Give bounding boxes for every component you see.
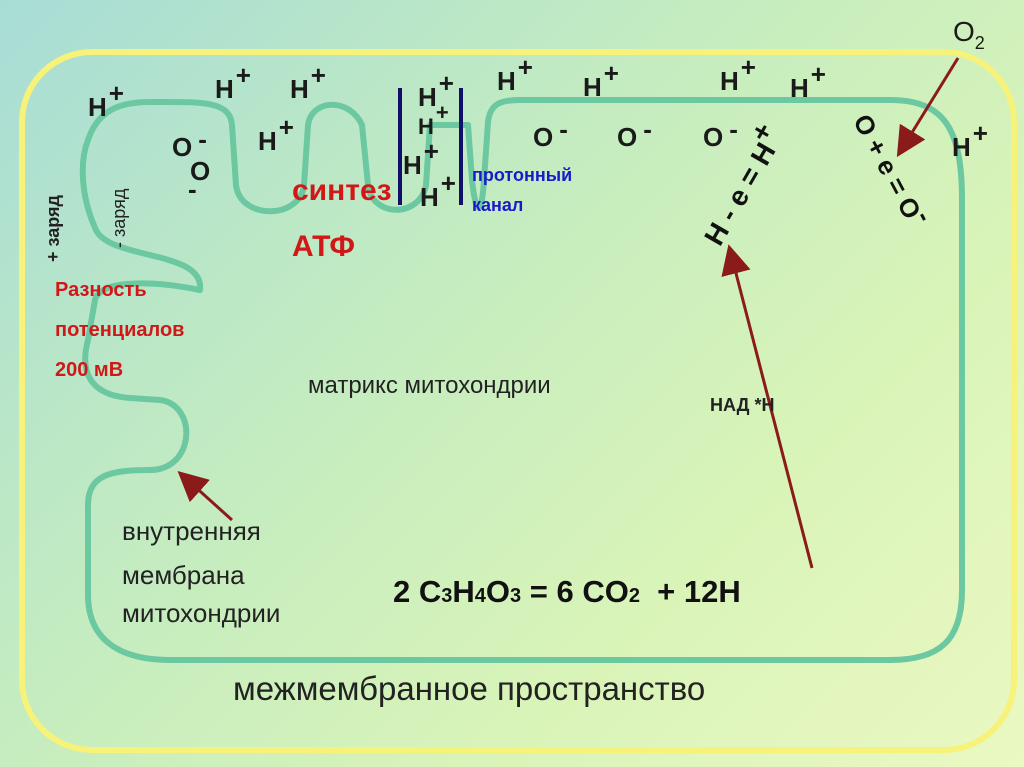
proton-h-3: H+	[290, 76, 326, 102]
potential-label-line1: Разность	[55, 280, 147, 300]
proton-h-5: H+	[497, 68, 533, 94]
proton-h-9: H+	[952, 134, 988, 160]
channel-h-2: H+	[418, 116, 449, 138]
proton-h-8: H+	[790, 75, 826, 101]
proton-h-2: H+	[215, 76, 251, 102]
channel-h-3: H+	[403, 152, 439, 178]
potential-label-line3: 200 мВ	[55, 360, 123, 380]
inner-membrane-label-line2: мембрана	[122, 562, 245, 588]
minus-charge-label: - заряд	[110, 189, 128, 248]
inner-membrane-label-line3: митохондрии	[122, 600, 280, 626]
oxide-ion-4: O-	[617, 124, 652, 150]
proton-h-7: H+	[720, 68, 756, 94]
proton-h-1: H+	[88, 94, 124, 120]
nadh-label: НАД *Н	[710, 396, 775, 414]
matrix-label: матрикс митохондрии	[308, 374, 551, 398]
o2-arrow	[900, 58, 958, 152]
pyruvate-equation: 2 C3H4O3 = 6 CO2 + 12H	[393, 576, 741, 607]
proton-channel-label-line1: протонный	[472, 166, 572, 184]
proton-channel-label-line2: канал	[472, 196, 523, 214]
potential-label-line2: потенциалов	[55, 320, 184, 340]
atp-synthesis-line2: АТФ	[292, 232, 355, 262]
plus-charge-label: + заряд	[44, 195, 62, 262]
oxide-ion-5: O-	[703, 124, 738, 150]
atp-synthesis-line1: синтез	[292, 176, 392, 206]
intermembrane-space-label: межмембранное пространство	[233, 672, 705, 705]
proton-h-6: H+	[583, 74, 619, 100]
proton-h-4: H+	[258, 128, 294, 154]
channel-h-4: H+	[420, 184, 456, 210]
oxygen-label: O2	[953, 18, 985, 46]
oxide-ion-2-minus: -	[188, 176, 197, 202]
inner-membrane-label-line1: внутренняя	[122, 518, 261, 544]
membrane-pointer-arrow	[182, 475, 232, 520]
oxide-ion-3: O-	[533, 124, 568, 150]
